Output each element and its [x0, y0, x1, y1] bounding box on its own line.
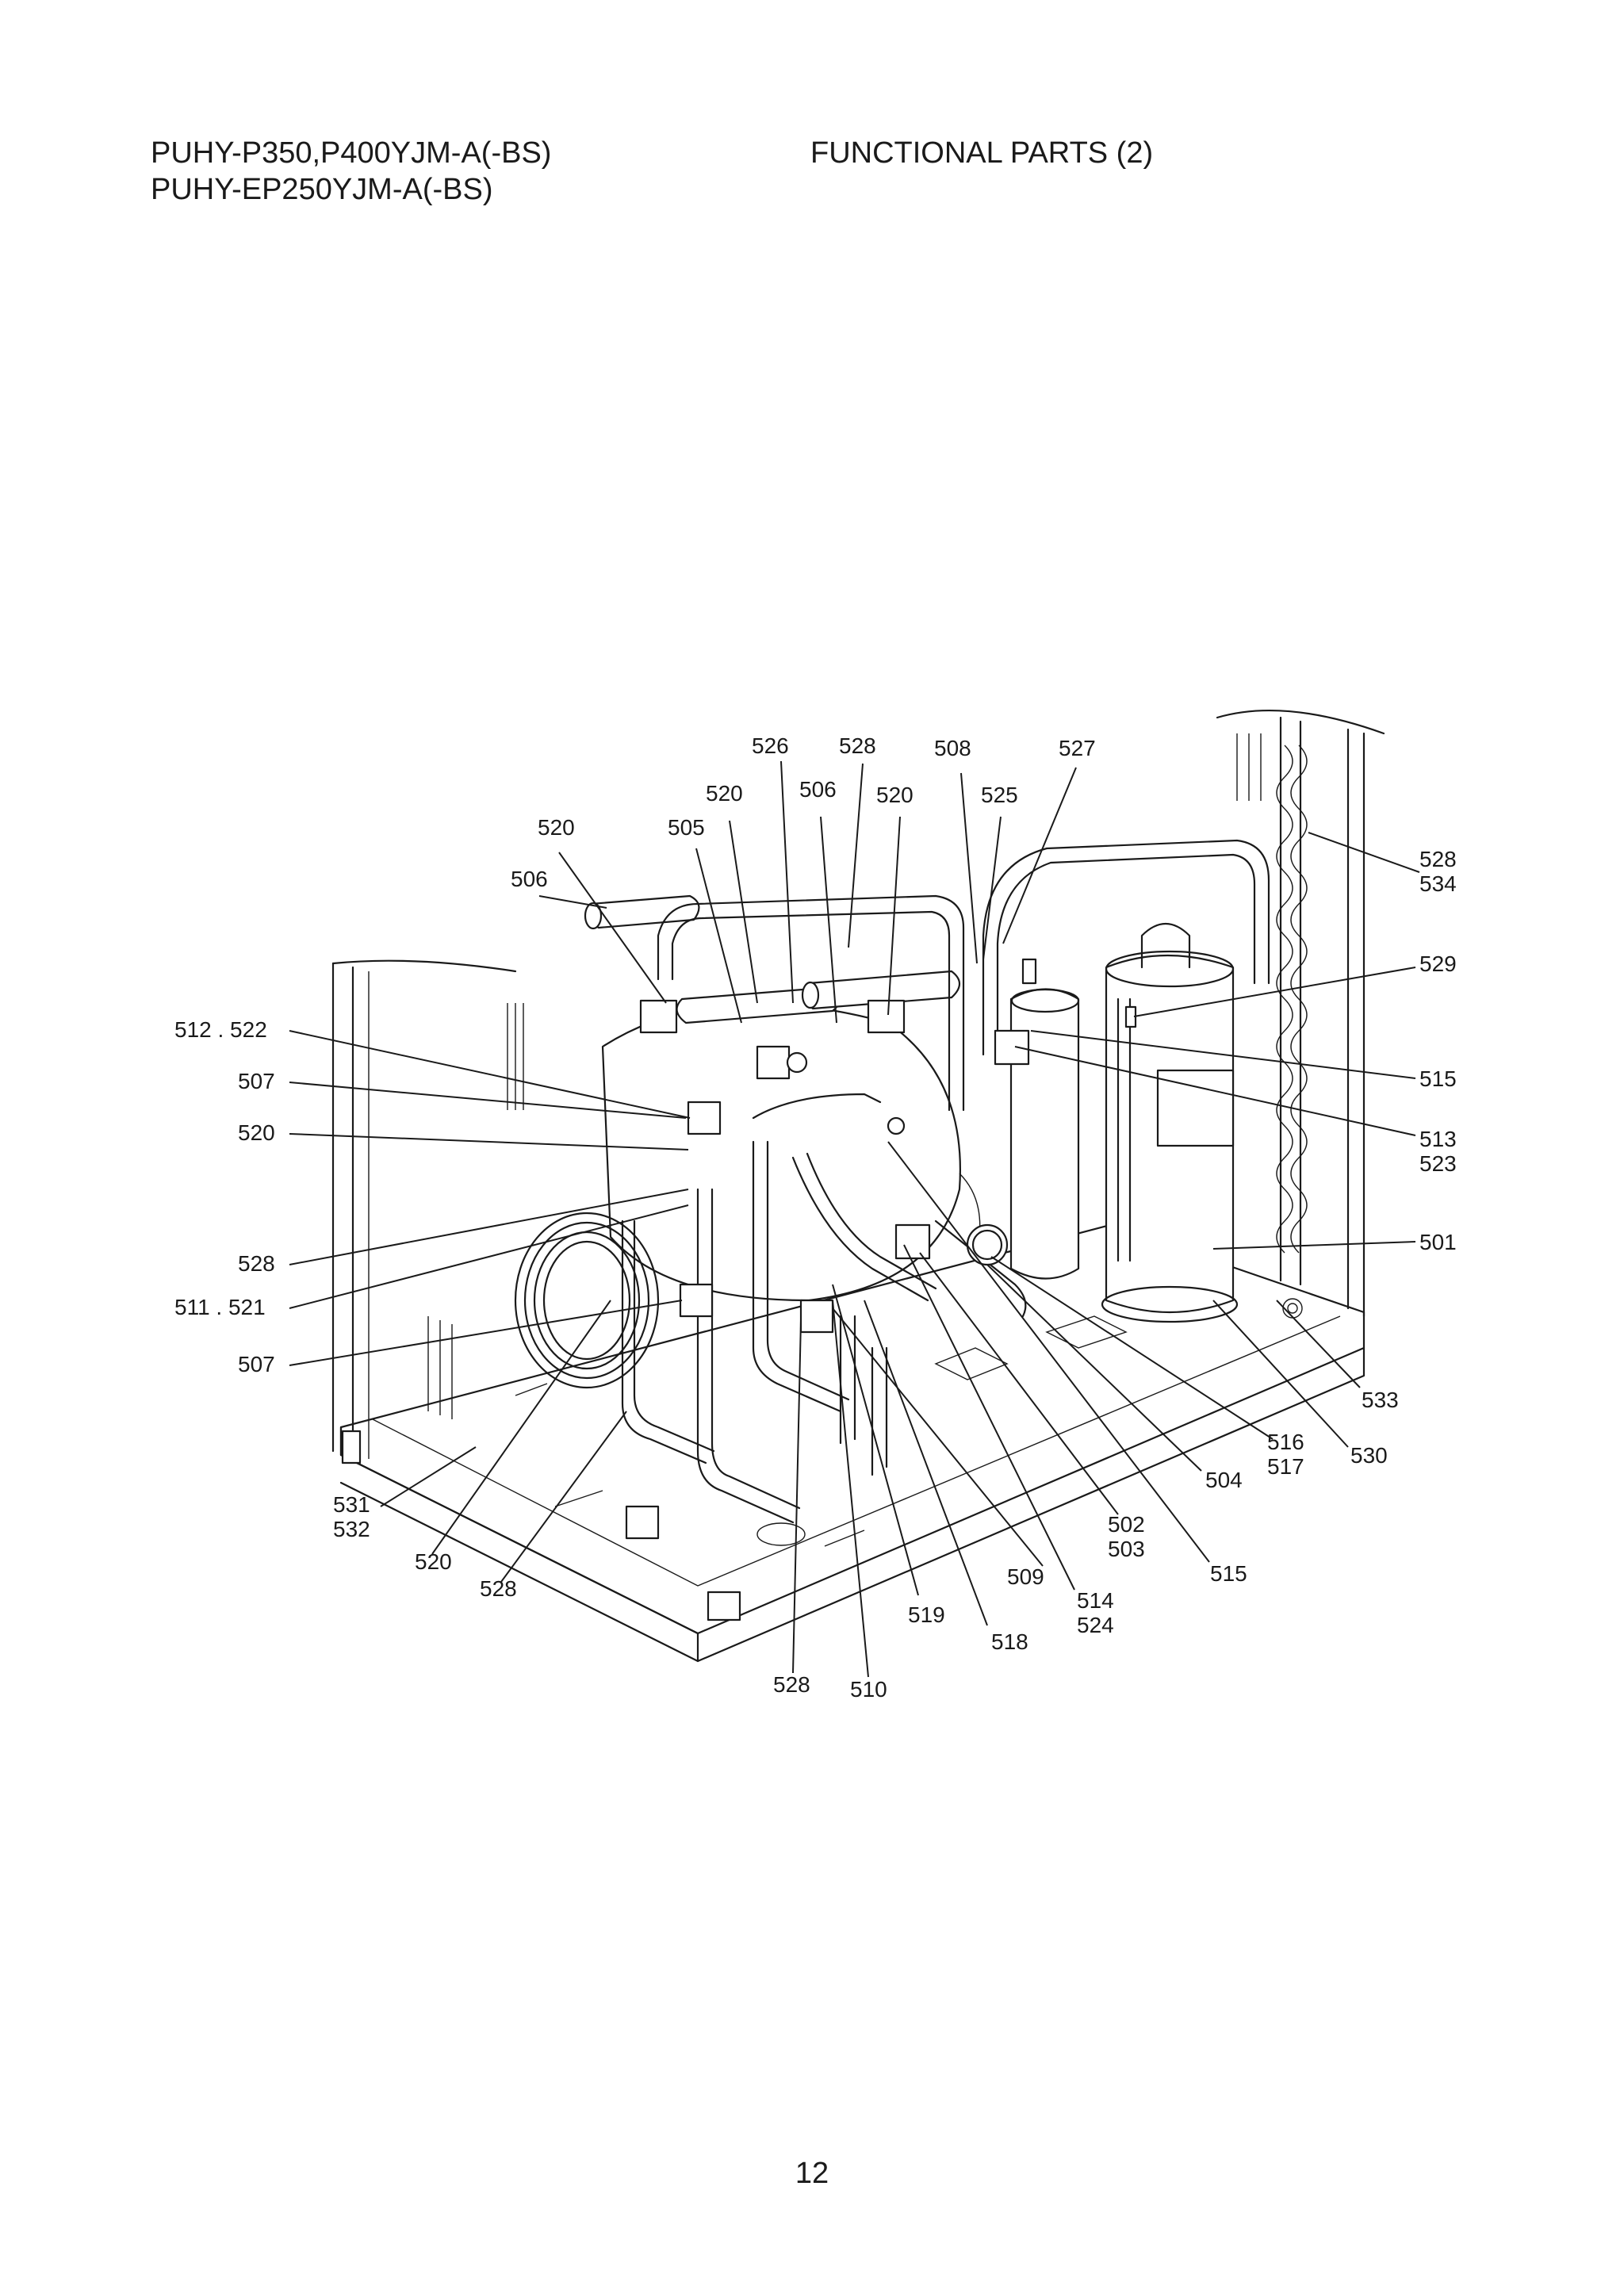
callout-528: 528	[238, 1251, 275, 1276]
callout-520: 520	[706, 781, 743, 806]
model-line-1: PUHY-P350,P400YJM-A(-BS)	[151, 136, 552, 170]
callout-508: 508	[934, 736, 971, 760]
callout-501: 501	[1419, 1230, 1457, 1254]
callout-518: 518	[991, 1629, 1028, 1654]
callout-labels: 526 528 508 527 520 506 520 525 520 505 …	[174, 733, 1457, 1702]
callout-528: 528	[773, 1672, 810, 1697]
callout-528: 528	[480, 1576, 517, 1601]
callout-523: 523	[1419, 1151, 1457, 1176]
callout-506: 506	[799, 777, 837, 802]
callout-520: 520	[238, 1120, 275, 1145]
callout-513: 513	[1419, 1127, 1457, 1151]
callout-528: 528	[839, 733, 876, 758]
callout-526: 526	[752, 733, 789, 758]
model-line-2: PUHY-EP250YJM-A(-BS)	[151, 173, 493, 206]
callout-514: 514	[1077, 1588, 1114, 1613]
callout-506: 506	[511, 867, 548, 891]
callout-534: 534	[1419, 871, 1457, 896]
callout-509: 509	[1007, 1564, 1044, 1589]
callout-510: 510	[850, 1677, 887, 1702]
callout-529: 529	[1419, 951, 1457, 976]
callout-512-522: 512 . 522	[174, 1017, 267, 1042]
callout-532: 532	[333, 1517, 370, 1541]
leader-lines	[289, 760, 1420, 1678]
unit-illustration	[331, 710, 1385, 1663]
callout-525: 525	[981, 783, 1018, 807]
callout-530: 530	[1350, 1443, 1388, 1468]
callout-528: 528	[1419, 847, 1457, 871]
section-title: FUNCTIONAL PARTS (2)	[810, 136, 1154, 170]
callout-515: 515	[1419, 1066, 1457, 1091]
callout-519: 519	[908, 1602, 945, 1627]
callout-515: 515	[1210, 1561, 1247, 1586]
callout-527: 527	[1059, 736, 1096, 760]
callout-511-521: 511 . 521	[174, 1295, 266, 1319]
callout-503: 503	[1108, 1537, 1145, 1561]
callout-516: 516	[1267, 1430, 1304, 1454]
callout-533: 533	[1362, 1388, 1399, 1412]
callout-507: 507	[238, 1069, 275, 1093]
page-number: 12	[795, 2157, 829, 2190]
callout-531: 531	[333, 1492, 370, 1517]
callout-524: 524	[1077, 1613, 1114, 1637]
callout-520: 520	[538, 815, 575, 840]
callout-504: 504	[1205, 1468, 1243, 1492]
callout-520: 520	[415, 1549, 452, 1574]
callout-517: 517	[1267, 1454, 1304, 1479]
callout-520: 520	[876, 783, 914, 807]
callout-507: 507	[238, 1352, 275, 1376]
callout-502: 502	[1108, 1512, 1145, 1537]
callout-505: 505	[668, 815, 705, 840]
